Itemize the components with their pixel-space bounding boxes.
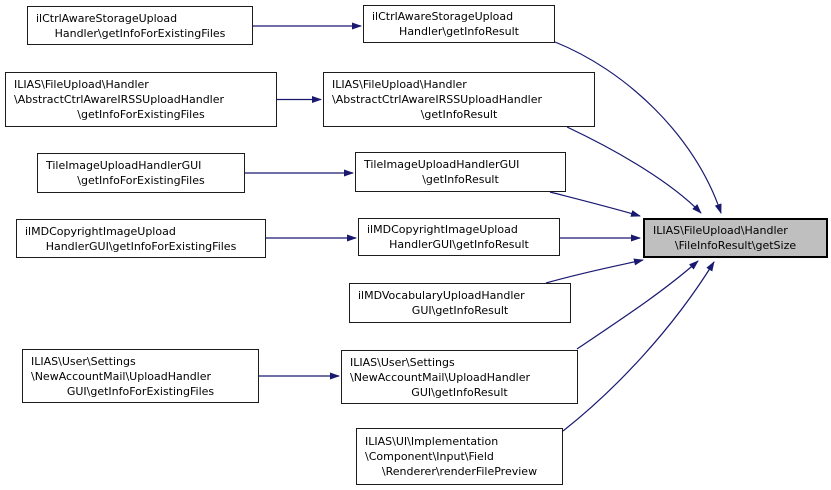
node-label-line: GUI\getInfoForExistingFiles xyxy=(66,384,215,398)
node-label-line: ILIAS\FileUpload\Handler xyxy=(653,224,788,237)
node-label-line: Handler\getInfoForExistingFiles xyxy=(54,26,226,40)
node-newaccountmail-uploadhandlergui-getinfoforexistingfiles[interactable]: ILIAS\User\Settings \NewAccountMail\Uplo… xyxy=(22,349,259,403)
node-ilmdcopyrightimageuploadhandlergui-getinfoforexistingfiles[interactable]: ilMDCopyrightImageUpload HandlerGUI\getI… xyxy=(16,219,266,258)
node-ilctrlawarestorageuploadhandler-getinfoforexistingfiles[interactable]: ilCtrlAwareStorageUpload Handler\getInfo… xyxy=(27,6,253,45)
node-label-line: \Renderer\renderFilePreview xyxy=(381,465,538,478)
node-tileimageuploadhandlergui-getinforesult[interactable]: TileImageUploadHandlerGUI \getInfoResult xyxy=(355,152,566,192)
node-fileinforesult-getsize-current: ILIAS\FileUpload\Handler \FileInfoResult… xyxy=(643,218,828,258)
node-ilmdcopyrightimageuploadhandlergui-getinforesult[interactable]: ilMDCopyrightImageUpload HandlerGUI\getI… xyxy=(358,218,560,256)
node-label-line: ilMDVocabularyUploadHandler xyxy=(358,289,525,302)
node-ilmdvocabularyuploadhandlergui-getinforesult[interactable]: ilMDVocabularyUploadHandler GUI\getInfoR… xyxy=(349,283,571,323)
node-label-line: ilMDCopyrightImageUpload xyxy=(367,223,518,236)
node-label-line: GUI\getInfoResult xyxy=(411,385,508,399)
node-label-line: ilCtrlAwareStorageUpload xyxy=(36,11,178,25)
node-label-line: TileImageUploadHandlerGUI xyxy=(46,159,202,172)
node-label-line: ILIAS\User\Settings xyxy=(350,355,455,369)
node-label-line: \NewAccountMail\UploadHandler xyxy=(31,369,212,383)
node-label-line: GUI\getInfoResult xyxy=(411,304,509,317)
node-label-line: \getInfoResult xyxy=(422,173,499,186)
node-label-line: Handler\getInfoResult xyxy=(399,25,519,38)
node-label-line: ilMDCopyrightImageUpload xyxy=(25,224,176,238)
node-label-line: ILIAS\User\Settings xyxy=(31,354,136,368)
node-label-line: \getInfoForExistingFiles xyxy=(77,174,205,187)
node-field-renderer-renderfilepreview[interactable]: ILIAS\UI\Implementation \Component\Input… xyxy=(356,428,563,485)
node-abstractctrlawareirssuploadhandler-getinforesult[interactable]: ILIAS\FileUpload\Handler \AbstractCtrlAw… xyxy=(323,72,595,127)
node-abstractctrlawareirssuploadhandler-getinfoforexistingfiles[interactable]: ILIAS\FileUpload\Handler \AbstractCtrlAw… xyxy=(5,72,277,127)
node-label-line: \getInfoForExistingFiles xyxy=(77,108,205,121)
node-label-line: \Component\Input\Field xyxy=(365,450,494,463)
node-label-line: ILIAS\UI\Implementation xyxy=(365,435,499,448)
node-tileimageuploadhandlergui-getinfoforexistingfiles[interactable]: TileImageUploadHandlerGUI \getInfoForExi… xyxy=(37,153,245,193)
edge-arrow xyxy=(566,126,702,214)
node-label-line: ILIAS\FileUpload\Handler xyxy=(332,78,467,91)
node-label-line: TileImageUploadHandlerGUI xyxy=(364,158,520,171)
node-label-line: ILIAS\FileUpload\Handler xyxy=(14,78,149,91)
edge-arrow xyxy=(576,260,699,350)
node-label-line: \AbstractCtrlAwareIRSSUploadHandler xyxy=(332,93,543,106)
node-label-line: HandlerGUI\getInfoResult xyxy=(389,238,529,251)
node-label-line: \AbstractCtrlAwareIRSSUploadHandler xyxy=(14,93,225,106)
node-newaccountmail-uploadhandlergui-getinforesult[interactable]: ILIAS\User\Settings \NewAccountMail\Uplo… xyxy=(341,350,578,404)
edge-arrow xyxy=(549,191,641,217)
edge-arrow xyxy=(562,261,715,432)
node-ilctrlawarestorageuploadhandler-getinforesult[interactable]: ilCtrlAwareStorageUpload Handler\getInfo… xyxy=(363,5,555,43)
edge-arrow xyxy=(545,258,644,284)
node-label-line: \NewAccountMail\UploadHandler xyxy=(350,370,531,384)
node-label-line: HandlerGUI\getInfoForExistingFiles xyxy=(45,239,237,253)
node-label-line: \getInfoResult xyxy=(420,108,498,121)
node-label-line: ilCtrlAwareStorageUpload xyxy=(372,10,514,23)
node-label-line: \FileInfoResult\getSize xyxy=(674,239,797,252)
edge-arrow xyxy=(554,41,722,214)
